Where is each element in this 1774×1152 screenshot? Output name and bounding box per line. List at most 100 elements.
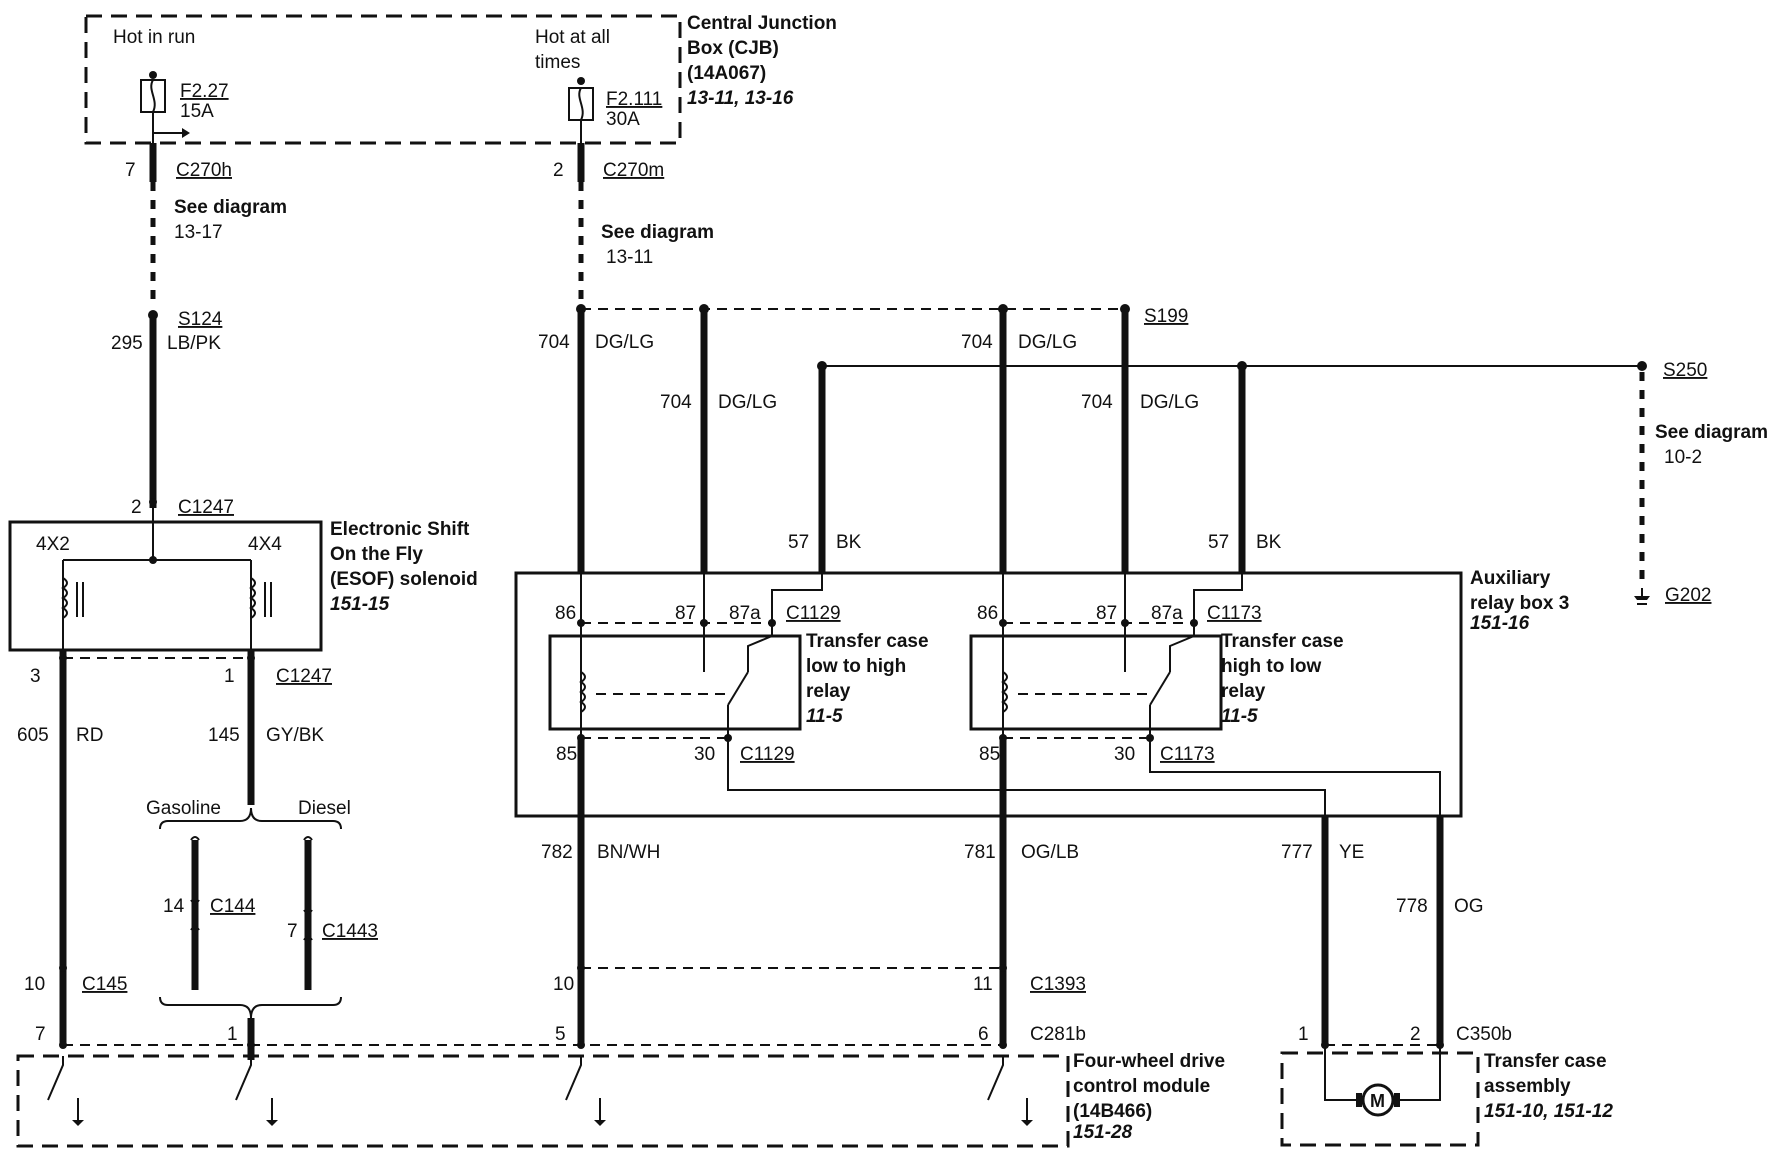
color-dg-lg-a: DG/LG: [595, 332, 654, 353]
relay-2-title-3: relay: [1221, 681, 1266, 702]
see-diagram-1-ref: 13-17: [174, 222, 223, 243]
circuit-781: 781: [964, 842, 996, 863]
splice-s124: S124: [178, 309, 223, 330]
connector-c145: C145: [82, 974, 127, 995]
transfer-case-title-2: assembly: [1484, 1076, 1571, 1097]
relay-1-title-3: relay: [806, 681, 851, 702]
relay-2-title-1: Transfer case: [1221, 631, 1344, 652]
lower-wiring: 782 BN/WH 781 OG/LB 777 YE 778 OG 10 11 …: [35, 738, 1512, 1049]
fuse-f2-111-id: F2.111: [606, 89, 662, 110]
left-branch: 7 C270h See diagram 13-17 S124 295 LB/PK…: [111, 143, 287, 518]
circuit-605: 605: [17, 725, 49, 746]
esof-ref: 151-15: [330, 594, 390, 615]
relay-box-title-1: Auxiliary: [1470, 568, 1551, 589]
relay-2-ref: 11-5: [1221, 706, 1258, 727]
pin-87-a: 87: [675, 603, 696, 624]
transfer-case-title-1: Transfer case: [1484, 1051, 1607, 1072]
cjb-outline: [84, 14, 682, 145]
splice-s250: S250: [1663, 360, 1707, 381]
pin-3-c1247: 3: [30, 666, 41, 687]
see-diagram-2-ref: 13-11: [606, 247, 653, 268]
fwd-title-1: Four-wheel drive: [1073, 1051, 1225, 1072]
circuit-57-b: 57: [1208, 532, 1229, 553]
connector-c350b: C350b: [1456, 1024, 1512, 1045]
relay-high-to-low: 86 87 87a C1173 Transfer case high to lo…: [969, 573, 1344, 765]
see-diagram-1: See diagram: [174, 197, 287, 218]
connector-c1173-top: C1173: [1207, 603, 1262, 624]
circuit-57-a: 57: [788, 532, 809, 553]
hot-at-all-label: Hot at all: [535, 27, 610, 48]
fuse-f2-27-id: F2.27: [180, 81, 229, 102]
esof-outputs: 3 1 C1247 605 RD 145 GY/BK Gasoline Dies…: [17, 650, 378, 1060]
fwd-ref: 151-28: [1073, 1122, 1133, 1143]
fuse-f2-27: [140, 71, 190, 143]
four-wheel-drive-module: Four-wheel drive control module (14B466)…: [16, 1051, 1225, 1148]
cjb-title-2: Box (CJB): [687, 38, 779, 59]
connector-c1173-bottom: C1173: [1160, 744, 1215, 765]
pin-86-b: 86: [977, 603, 998, 624]
connector-c281b: C281b: [1030, 1024, 1086, 1045]
color-rd: RD: [76, 725, 103, 746]
relay-box-ref: 151-16: [1470, 613, 1530, 634]
central-junction-box: Hot in run Hot at all times F2.27 15A F2…: [84, 13, 837, 145]
circuit-704-b: 704: [660, 392, 692, 413]
connector-c1443: C1443: [322, 921, 378, 942]
connector-c1247-top: C1247: [178, 497, 234, 518]
circuit-704-d: 704: [1081, 392, 1113, 413]
color-bn-wh: BN/WH: [597, 842, 660, 863]
relay-1-title-2: low to high: [806, 656, 906, 677]
relay-1-box: [548, 634, 802, 731]
pin-85-a: 85: [556, 744, 577, 765]
fuse-f2-27-amp: 15A: [180, 101, 214, 122]
pin-85-b: 85: [979, 744, 1000, 765]
pin-7-c1443: 7: [287, 921, 298, 942]
pin-30-b: 30: [1114, 744, 1135, 765]
color-og: OG: [1454, 896, 1484, 917]
motor-symbol: M: [1370, 1091, 1385, 1111]
circuit-704-a: 704: [538, 332, 570, 353]
transfer-case-outline: [1280, 1051, 1480, 1147]
fuse-f2-111-amp: 30A: [606, 109, 640, 130]
esof-title-3: (ESOF) solenoid: [330, 569, 478, 590]
see-diagram-3-ref: 10-2: [1664, 447, 1702, 468]
ground-g202: G202: [1665, 585, 1711, 606]
relay-box-outline: [514, 571, 1463, 818]
transfer-case-ref: 151-10, 151-12: [1484, 1101, 1613, 1122]
color-og-lb: OG/LB: [1021, 842, 1079, 863]
circuit-295: 295: [111, 333, 143, 354]
fwd-title-2: control module: [1073, 1076, 1210, 1097]
motor-icon: M: [1356, 1083, 1400, 1117]
auxiliary-relay-box: Auxiliary relay box 3 151-16 86 87 87a C…: [514, 568, 1569, 818]
circuit-145: 145: [208, 725, 240, 746]
fwd-module-outline: [16, 1054, 1070, 1148]
connector-c270m: C270m: [603, 160, 664, 181]
esof-box: [8, 520, 323, 652]
pin-87-b: 87: [1096, 603, 1117, 624]
connector-c1129-top: C1129: [786, 603, 841, 624]
relay-1-ref: 11-5: [806, 706, 843, 727]
hot-in-run-label: Hot in run: [113, 27, 195, 48]
circuit-777: 777: [1281, 842, 1313, 863]
connector-c1129-bottom: C1129: [740, 744, 795, 765]
pin-14-c144: 14: [163, 896, 185, 917]
pin-30-a: 30: [694, 744, 715, 765]
circuit-778: 778: [1396, 896, 1428, 917]
color-gy-bk: GY/BK: [266, 725, 324, 746]
circuit-782: 782: [541, 842, 573, 863]
color-bk-a: BK: [836, 532, 862, 553]
color-dg-lg-d: DG/LG: [1140, 392, 1199, 413]
pin-6-c281b: 6: [978, 1024, 989, 1045]
connector-c270h: C270h: [176, 160, 232, 181]
label-4x4: 4X4: [248, 534, 282, 555]
pin-7-c270h: 7: [125, 160, 136, 181]
pin-1-c350b: 1: [1298, 1024, 1309, 1045]
pin-86-a: 86: [555, 603, 576, 624]
gasoline-label: Gasoline: [146, 798, 221, 819]
relay-2-title-2: high to low: [1221, 656, 1321, 677]
pin-2-c350b: 2: [1410, 1024, 1421, 1045]
color-ye: YE: [1339, 842, 1364, 863]
cjb-ref: 13-11, 13-16: [687, 88, 794, 109]
cjb-title-1: Central Junction: [687, 13, 837, 34]
pin-87a-b: 87a: [1151, 603, 1183, 624]
pin-1-c1247: 1: [224, 666, 235, 687]
